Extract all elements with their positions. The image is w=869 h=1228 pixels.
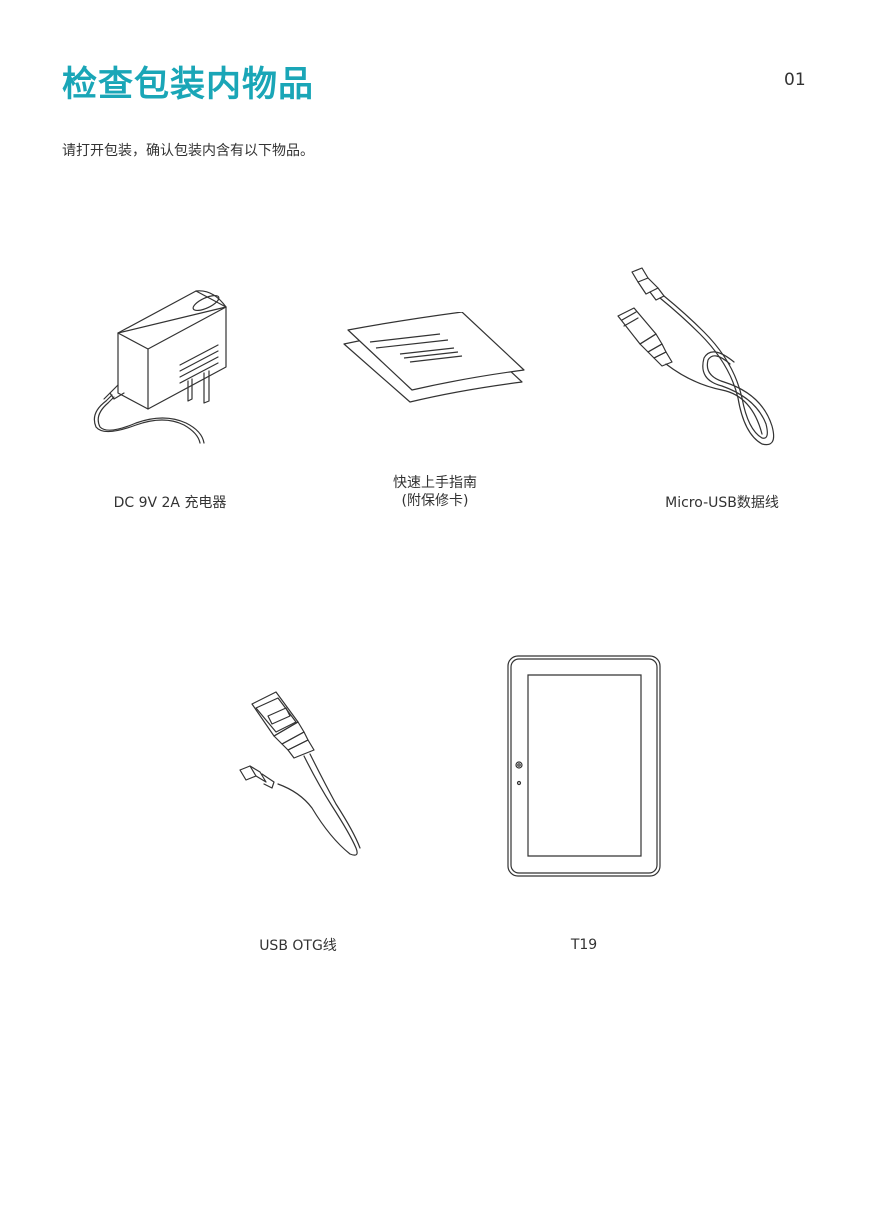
booklet-icon <box>340 312 530 412</box>
usb-cable-icon <box>612 264 777 470</box>
item-label-otg-cable: USB OTG线 <box>259 938 337 954</box>
otg-cable-icon <box>238 688 368 858</box>
item-label-guide: 快速上手指南 <box>393 475 477 491</box>
item-sublabel-guide: (附保修卡) <box>401 493 469 509</box>
item-label-tablet: T19 <box>570 937 598 953</box>
item-label-usb-cable: Micro-USB数据线 <box>665 495 779 511</box>
page-title: 检查包装内物品 <box>62 65 315 105</box>
tablet-icon <box>507 655 661 877</box>
page-number: 01 <box>784 70 806 90</box>
charger-icon <box>88 285 238 445</box>
item-label-charger: DC 9V 2A 充电器 <box>113 495 227 511</box>
intro-text: 请打开包装，确认包装内含有以下物品。 <box>62 143 314 159</box>
